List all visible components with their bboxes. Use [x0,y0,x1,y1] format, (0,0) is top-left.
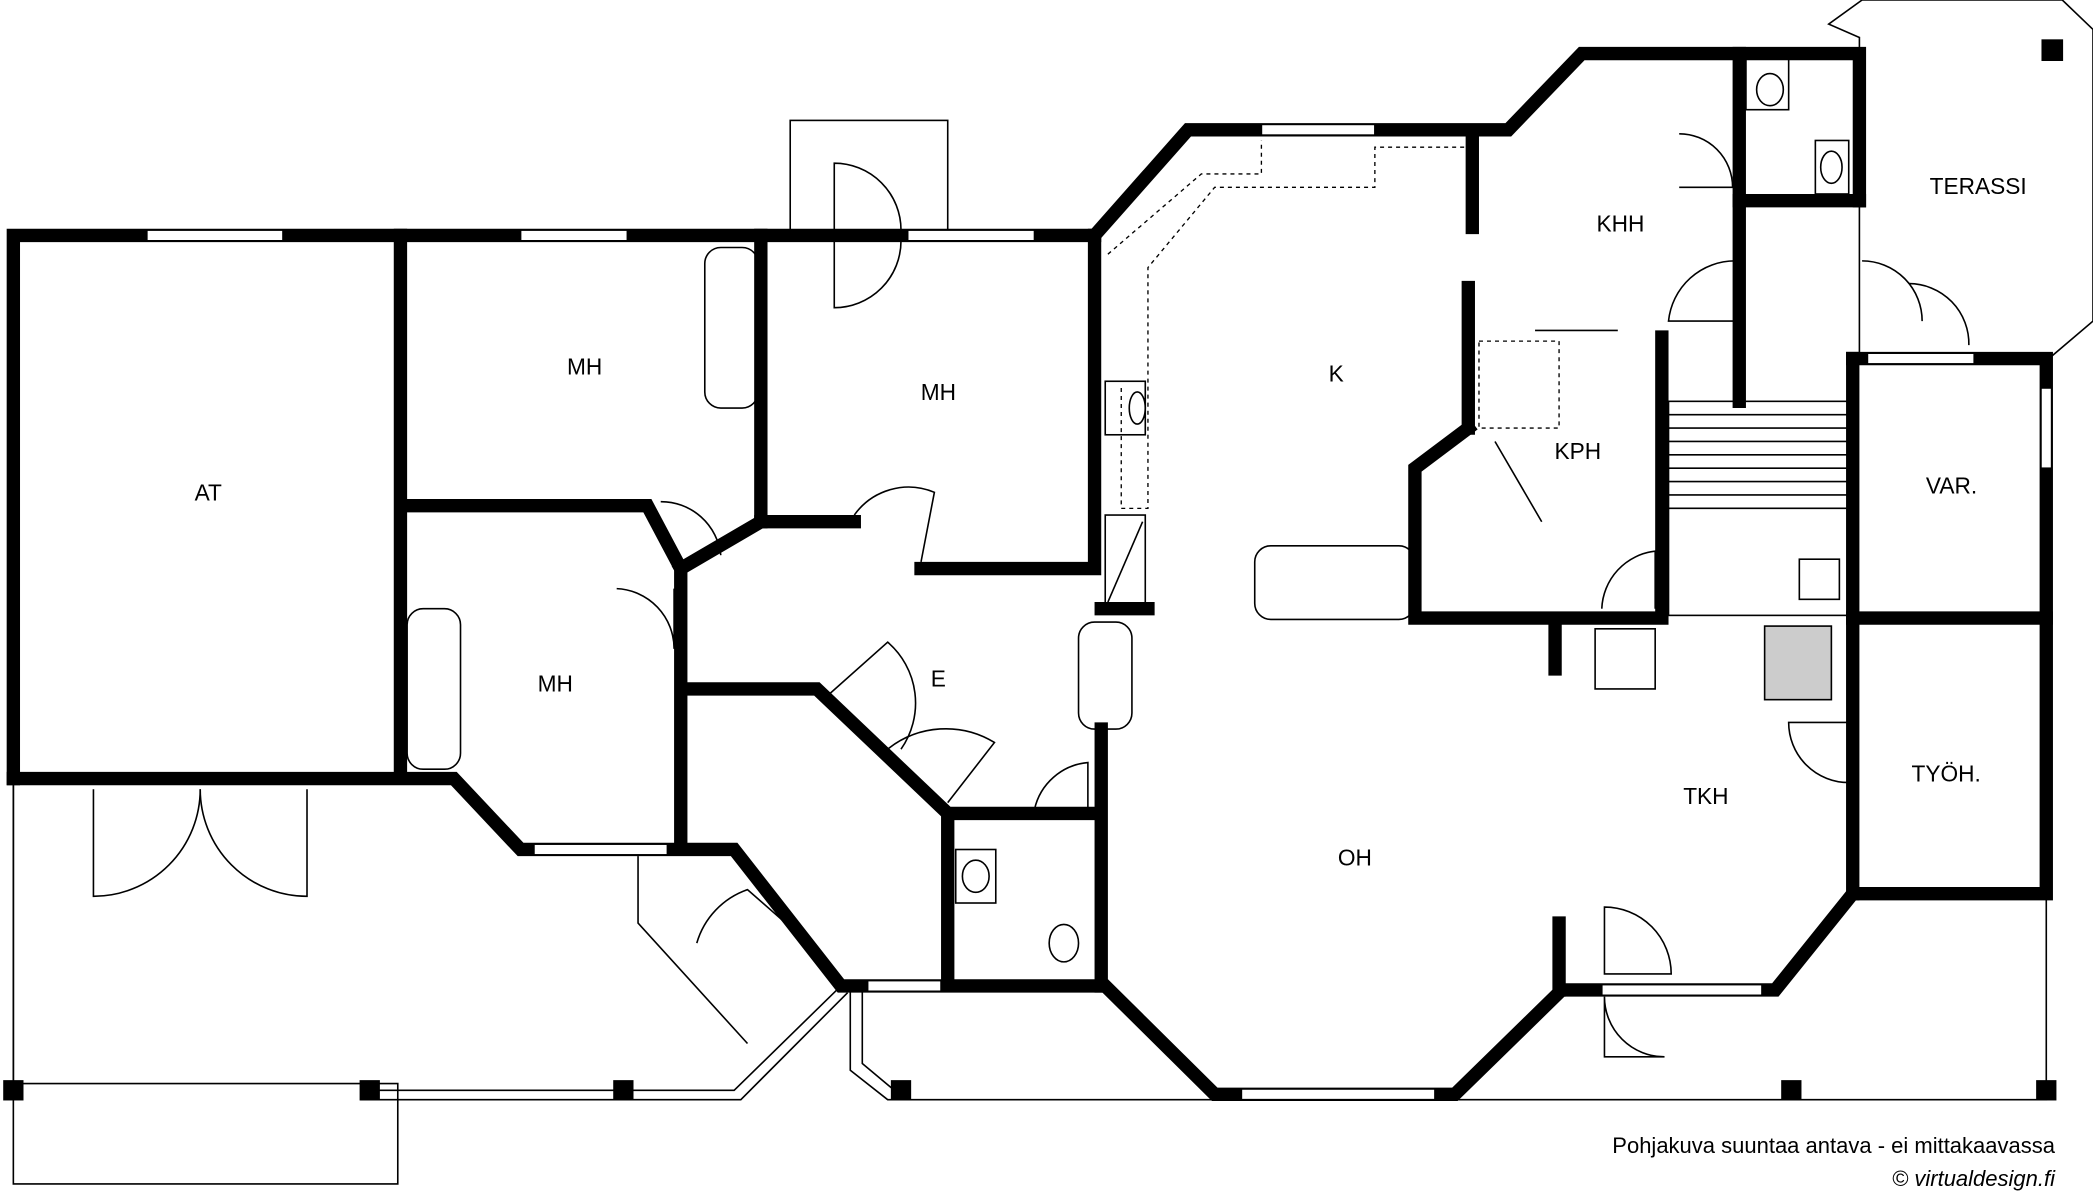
room-label-tyoh: TYÖH. [1912,760,1981,786]
room-label-kph: KPH [1554,438,1601,464]
room-label-khh: KHH [1597,210,1645,236]
room-labels: AT MH MH MH E K KHH KPH TERASSI VAR. TYÖ… [195,173,2027,871]
staircase [1667,400,1850,617]
outdoor-outlines [12,0,2093,1185]
disclaimer-text: Pohjakuva suuntaa antava - ei mittakaava… [1612,1133,2055,1158]
room-label-tkh: TKH [1683,783,1728,809]
room-label-mh-2: MH [921,379,956,405]
room-label-k: K [1329,360,1344,386]
room-label-mh-3: MH [538,671,573,697]
room-label-mh-1: MH [567,354,602,380]
room-label-oh: OH [1338,845,1372,871]
fixtures [3,39,2064,1101]
copyright-text: © virtualdesign.fi [1892,1166,2055,1191]
room-label-at: AT [195,479,222,505]
windows [146,123,2053,1101]
room-label-e: E [931,665,946,691]
room-label-terassi: TERASSI [1930,173,2027,199]
room-label-var: VAR. [1926,473,1977,499]
doors [92,132,1970,1058]
walls [6,46,2053,1102]
